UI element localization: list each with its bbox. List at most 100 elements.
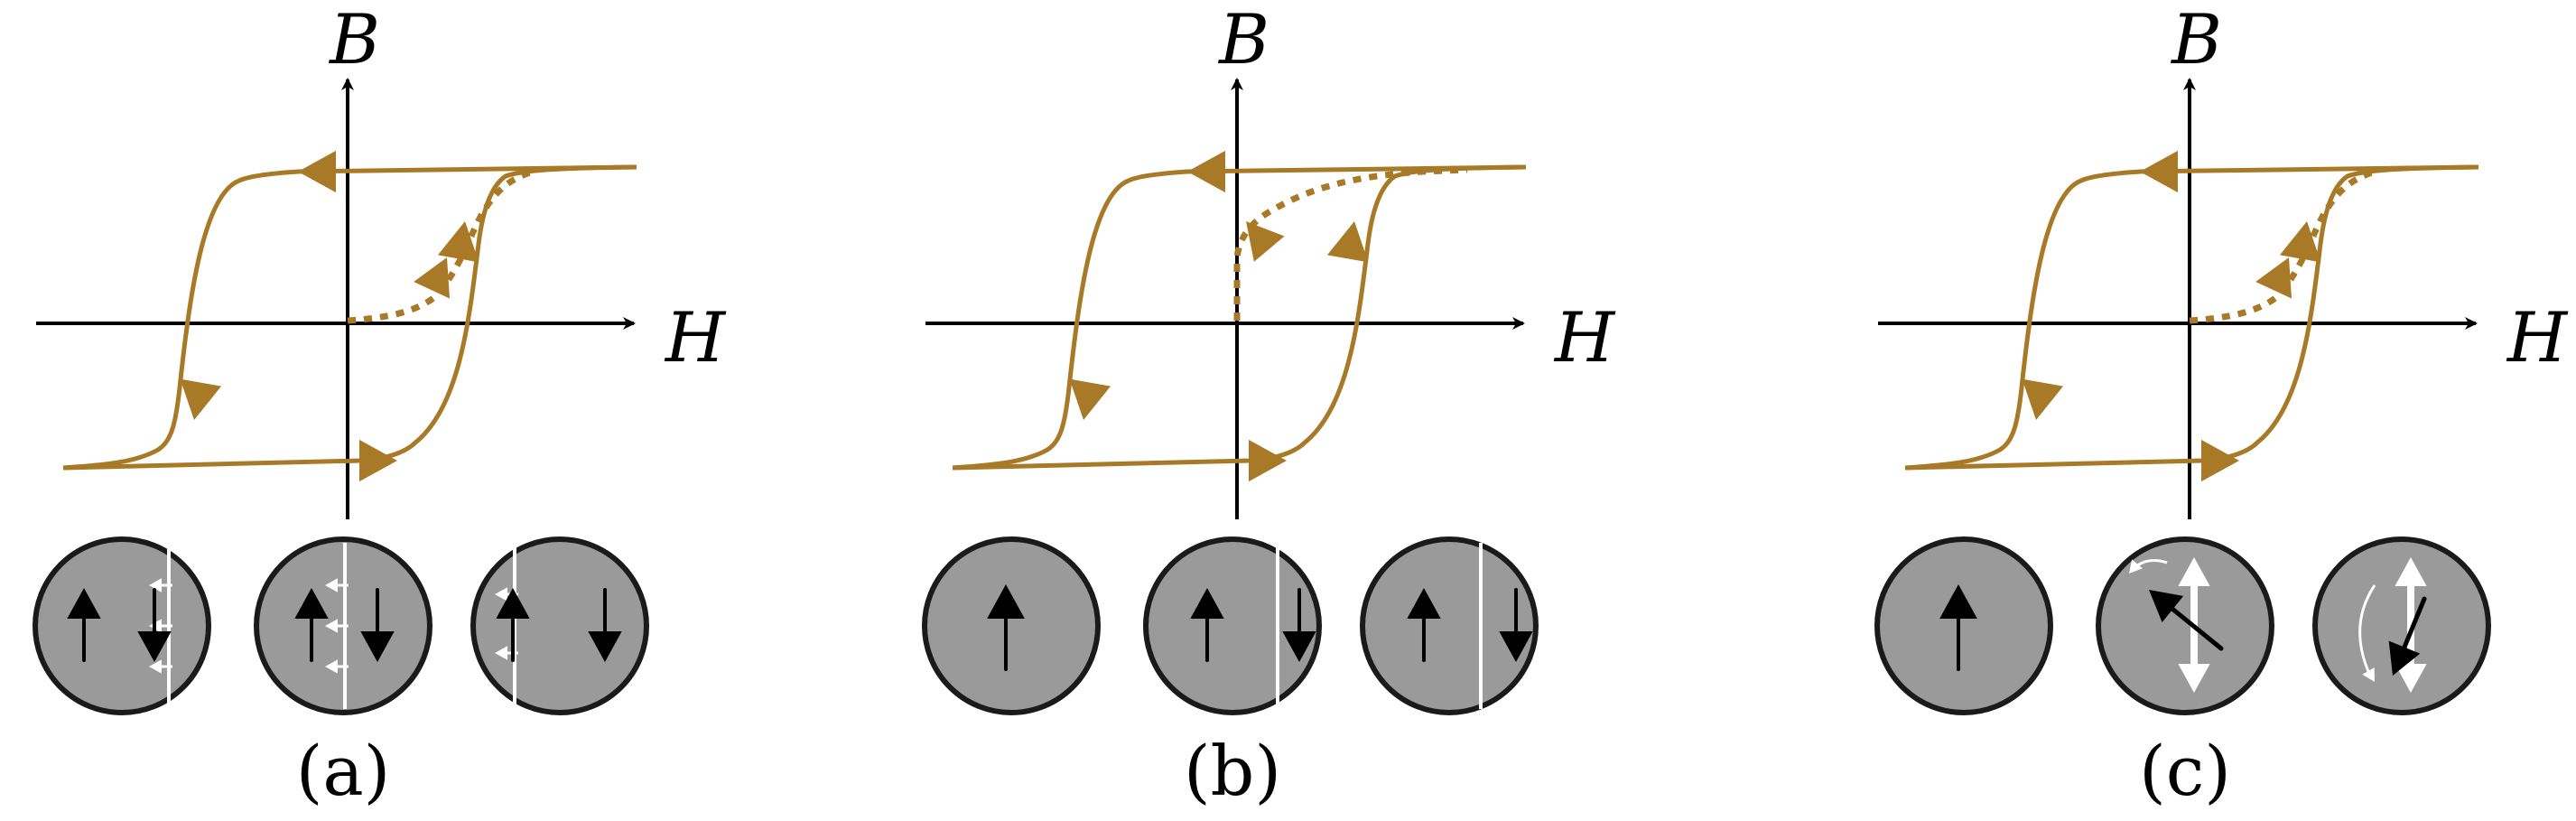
moment-up (294, 588, 329, 662)
moment-down (360, 588, 395, 662)
moment-up-head (294, 588, 329, 619)
moment-tilted-shaft (2165, 602, 2224, 651)
loop-arrow-left (180, 378, 222, 420)
domain-circle-2 (2096, 536, 2274, 715)
moment-down-head (1499, 631, 1533, 662)
wall-arrow-1-head (149, 578, 162, 592)
initial-curve-arrow (2255, 257, 2292, 299)
loop-arrow-right (437, 221, 479, 263)
moment-down (137, 588, 172, 662)
initial-curve-path (2189, 168, 2376, 324)
wall-arrow-2 (495, 646, 518, 660)
panel-label: (a) (296, 731, 391, 811)
wall-arrow-1-head (495, 587, 507, 602)
loop-arrow-top (1187, 150, 1225, 193)
loop-arrow-top (2140, 150, 2178, 193)
domain-circle-1 (1874, 536, 2053, 715)
rotation-arc (2358, 584, 2376, 676)
loop-arrow-bottom (2201, 439, 2239, 482)
moment-up (1190, 588, 1224, 662)
moment-down-head (1282, 631, 1316, 662)
wall-arrow-3 (149, 659, 172, 674)
b-axis-label: B (328, 0, 380, 79)
loop-arrow-right (1326, 221, 1369, 263)
domain-circle-3 (470, 536, 649, 715)
domain-disc (470, 536, 649, 715)
panel-label: (b) (1184, 731, 1281, 811)
domain-axis-arrow-head-start (2395, 557, 2427, 586)
descending-branch (62, 164, 637, 471)
moment-up (1939, 584, 1977, 671)
rotation-arc-head (2129, 559, 2143, 574)
domain-circle-2 (254, 536, 432, 715)
descending-branch (1904, 164, 2479, 471)
wall-arrow-2-head (325, 619, 338, 633)
b-axis-label: B (1217, 0, 1269, 79)
domain-circle-3 (2312, 536, 2491, 715)
moment-down (1499, 588, 1533, 662)
moment-up-head (496, 588, 530, 619)
domain-circle-1 (922, 536, 1101, 715)
moment-up (987, 584, 1025, 671)
initial-curve (2189, 168, 2376, 324)
domain-circle-2 (1143, 536, 1322, 715)
initial-curve-path (1233, 166, 1468, 321)
moment-up (1407, 588, 1441, 662)
moment-up (67, 588, 101, 662)
moment-tilted-head (2149, 590, 2184, 622)
wall-arrow-3 (325, 659, 349, 674)
domain-disc (2312, 536, 2491, 715)
domain-axis-arrow-head-start (2178, 557, 2210, 586)
moment-tilted (2388, 596, 2427, 676)
h-axis-label: H (1553, 297, 1616, 378)
loop-arrow-left (2022, 378, 2064, 420)
wall-arrow-2-head (495, 646, 507, 660)
b-axis-label: B (2170, 0, 2222, 79)
moment-up-head (987, 584, 1025, 619)
domain-disc (2096, 536, 2274, 715)
wall-arrow-3-head (149, 659, 162, 674)
initial-curve (347, 168, 535, 324)
loop-arrow-left (1069, 378, 1111, 420)
h-axis-label: H (2506, 297, 2569, 378)
moment-down-head (360, 631, 395, 662)
panel-label: (c) (2139, 731, 2231, 811)
domain-disc (33, 536, 211, 715)
moment-up-head (67, 588, 101, 619)
moment-down (588, 588, 622, 662)
domain-disc (922, 536, 1101, 715)
moment-tilted-head (2388, 640, 2421, 676)
domain-circle-1 (33, 536, 211, 715)
wall-arrow-1-head (325, 578, 338, 592)
initial-curve-arrow (414, 257, 451, 299)
hysteresis-loop (1904, 150, 2479, 482)
ascending-branch (62, 164, 637, 471)
initial-curve (1233, 166, 1468, 321)
panel-a: H B (a) (33, 0, 727, 811)
loop-arrow-bottom (359, 439, 397, 482)
moment-down-head (137, 631, 172, 662)
wall-arrow-3-head (325, 659, 338, 674)
domain-disc (1874, 536, 2053, 715)
domain-circle-3 (1360, 536, 1539, 715)
loop-arrow-top (298, 150, 336, 193)
moment-up (496, 588, 530, 662)
panel-b: H B (b) (922, 0, 1616, 811)
wall-arrow-1 (325, 578, 349, 592)
moment-tilted (2149, 590, 2224, 651)
loop-arrow-bottom (1249, 439, 1287, 482)
hysteresis-loop (62, 150, 637, 482)
moment-up-head (1407, 588, 1441, 619)
loop-arrow-right (2279, 221, 2321, 263)
initial-curve-path (347, 168, 535, 324)
descending-branch (952, 164, 1527, 471)
initial-curve-arrow (1246, 221, 1285, 262)
moment-down (1282, 588, 1316, 662)
rotation-arc-head (2362, 667, 2375, 682)
domain-disc (1143, 536, 1322, 715)
h-axis-label: H (664, 297, 727, 378)
moment-up-head (1190, 588, 1224, 619)
domain-disc (1360, 536, 1539, 715)
panel-c: H B (c) (1874, 0, 2569, 811)
